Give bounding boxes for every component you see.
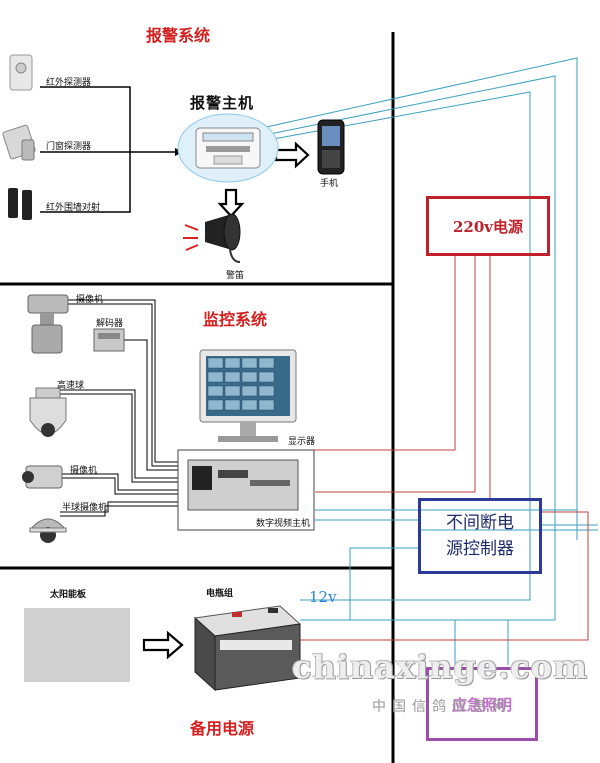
- blue-wire-8: [349, 547, 420, 620]
- red-wires: [300, 255, 589, 641]
- wire-camera1: [60, 299, 180, 463]
- ups-label-line2: 源控制器: [446, 539, 514, 559]
- decoder-icon: [93, 328, 125, 352]
- dvr-host-icon: [177, 449, 315, 531]
- wire-camera2-b: [60, 477, 180, 495]
- speed-dome-icon: [29, 387, 67, 437]
- section-dividers: [0, 32, 395, 763]
- alarm-system-title: 报警系统: [146, 26, 211, 45]
- arrow-host-to-phone: [274, 141, 310, 169]
- door-detector-icon: [2, 124, 36, 161]
- power-220v-label: 220v电源: [452, 217, 524, 236]
- wire-half-dome: [60, 501, 180, 513]
- blue-wires: [261, 57, 598, 665]
- emergency-lighting-label: 应急照明: [451, 695, 512, 714]
- wire-wall-detector: [40, 152, 131, 213]
- voltage-label: 12v: [309, 588, 337, 606]
- infrared-detector-label: 红外探测器: [46, 78, 92, 88]
- dvr-label: 数字视频主机: [256, 519, 311, 529]
- wire-speed-dome-b: [60, 393, 180, 483]
- camera-on-pan-tilt-icon: [27, 294, 69, 354]
- wire-camera1-b: [60, 303, 180, 467]
- wire-infrared-detector: [40, 86, 131, 152]
- monitor-icon: [199, 349, 297, 442]
- door-detector-label: 门窗探测器: [46, 142, 92, 152]
- arrow-host-to-siren: [217, 188, 245, 218]
- watermark-site-cn: 中国信鸽信息网: [372, 699, 512, 715]
- wire-camera2: [60, 473, 180, 491]
- alarm-host-label: 报警主机: [190, 94, 255, 112]
- power-220v-box: 220v电源: [426, 196, 550, 256]
- alarm-wiring: [40, 86, 183, 213]
- wire-half-dome-b: [60, 505, 180, 517]
- alarm-host-icon: [177, 113, 279, 183]
- blue-wire-3: [267, 91, 531, 601]
- watermark-site: chinaxinge.com: [292, 648, 588, 686]
- phone-icon: [317, 119, 345, 175]
- blue-wire-1: [261, 57, 578, 540]
- siren-label: 警笛: [226, 271, 245, 281]
- battery-label: 电瓶组: [206, 589, 234, 599]
- arrow-solar-to-battery: [142, 630, 184, 660]
- decoder-label: 解码器: [96, 319, 124, 329]
- siren-icon: [183, 213, 241, 263]
- red-wire-2: [315, 255, 476, 493]
- ups-label-line1: 不间断电: [446, 513, 514, 533]
- camera1-label: 摄像机: [76, 295, 104, 305]
- red-wire-1: [300, 255, 456, 451]
- half-dome-label: 半球摄像机: [62, 503, 108, 513]
- blue-wire-2: [264, 75, 556, 621]
- monitor-wiring: [60, 299, 180, 517]
- ups-controller-box: 不间断电 源控制器: [418, 498, 542, 574]
- display-label: 显示器: [288, 437, 316, 447]
- wire-decoder: [120, 339, 180, 471]
- speed-dome-label: 高速球: [57, 381, 85, 391]
- red-wire-4: [300, 511, 589, 641]
- wall-beam-detector-icon: [8, 188, 32, 220]
- box-camera-icon: [22, 465, 63, 489]
- wire-speed-dome: [60, 389, 180, 479]
- solar-panel-icon: [24, 608, 130, 682]
- monitor-system-title: 监控系统: [203, 310, 268, 329]
- backup-power-title: 备用电源: [190, 719, 255, 738]
- solar-panel-label: 太阳能板: [50, 590, 87, 600]
- outline-arrows: [142, 141, 310, 660]
- infrared-detector-icon: [9, 54, 33, 91]
- battery-icon: [193, 605, 302, 692]
- phone-label: 手机: [320, 179, 339, 189]
- camera2-label: 摄像机: [70, 466, 98, 476]
- half-dome-camera-icon: [28, 518, 68, 543]
- emergency-lighting-box: 应急照明: [426, 667, 538, 741]
- wall-beam-detector-label: 红外围墙对射: [46, 203, 101, 213]
